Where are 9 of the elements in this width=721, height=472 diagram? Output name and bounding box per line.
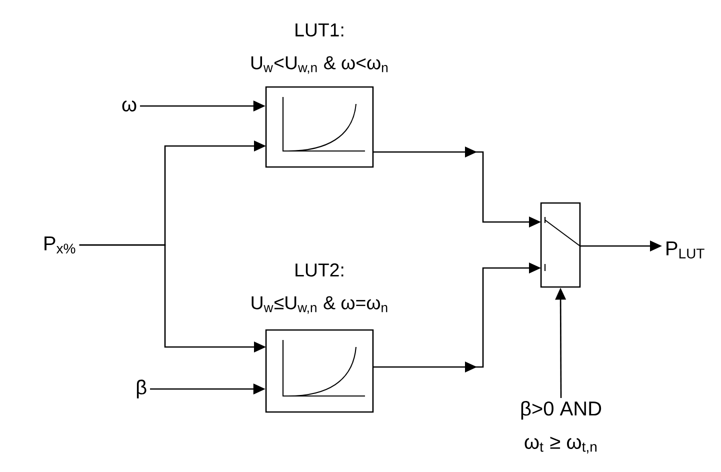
condition-label: U$_{w}$<U$_{w,n}$ & ω<ω$_{n}$	[251, 56, 388, 74]
signal-label: β	[136, 380, 146, 398]
block-title: LUT2:	[296, 263, 344, 277]
signal-label: P$_{x%}$	[44, 236, 76, 254]
signal-label: β>0 AND ω$_{t}$ ≥ ω$_{t,n}$	[521, 400, 602, 454]
signal-label: ω	[122, 100, 136, 112]
condition-label: U$_{w}$≤U$_{w,n}$ & ω=ω$_{n}$	[252, 296, 388, 314]
signal-label: P$_{LUT}$	[666, 242, 704, 258]
block-title: LUT1:	[296, 24, 344, 37]
